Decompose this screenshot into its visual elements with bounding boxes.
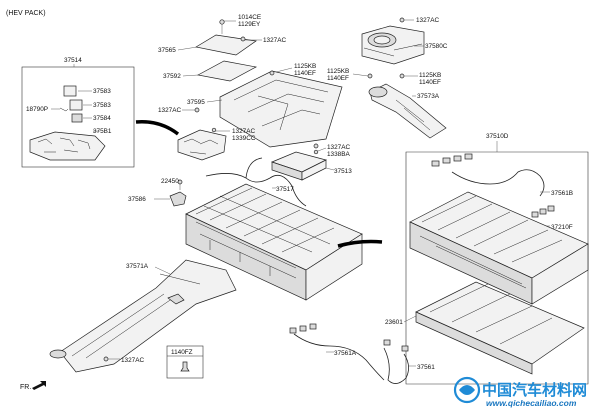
label-22450: 22450 (161, 178, 179, 185)
label-37583-a: 37583 (93, 88, 111, 95)
label-1338BA: 1338BA (327, 151, 350, 158)
pointer-arrow-left (135, 120, 180, 136)
battery-assembly-main: 22450 37586 (128, 178, 363, 301)
label-37561B: 37561B (551, 190, 573, 197)
label-1327AC-c: 1327AC (327, 144, 350, 151)
junction-module: 1327AC 1327AC 1339CC (158, 107, 256, 161)
bracket-group-top: 1014CE 1129EY 37565 1327AC 37592 (158, 14, 286, 82)
label-37573A: 37573A (417, 93, 440, 100)
air-duct-37573A: 37573A (368, 83, 447, 139)
pointer-arrow-right (337, 239, 383, 248)
label-37514: 37514 (64, 57, 82, 64)
label-1140EF-b: 1140EF (327, 75, 349, 82)
site-watermark: 中国汽车材料网 www.qichecailiao.com (453, 376, 587, 408)
label-37592: 37592 (163, 73, 181, 80)
label-1129EY: 1129EY (238, 21, 261, 28)
label-1327AC-left: 1327AC (158, 107, 181, 114)
watermark-url: www.qichecailiao.com (486, 398, 577, 408)
label-37584: 37584 (93, 115, 111, 122)
label-23601: 23601 (385, 319, 403, 326)
fuse-37584 (71, 113, 83, 123)
clip-box-1140FZ: 1140FZ (166, 345, 204, 379)
front-arrow-icon (32, 381, 46, 390)
label-37595: 37595 (187, 99, 205, 106)
watermark-title: 中国汽车材料网 (482, 381, 587, 399)
front-direction-indicator: FR. (20, 381, 46, 391)
label-18790P: 18790P (26, 106, 48, 113)
harness-37561: 37561A 37561 (289, 323, 435, 384)
label-1125KB-a: 1125KB (294, 63, 316, 70)
label-37517: 37517 (276, 186, 294, 193)
label-37565: 37565 (158, 47, 176, 54)
battery-inset-box: 37510D 37561B 37210F 23601 (385, 133, 589, 385)
bracket-37565 (195, 34, 257, 56)
relay-37583-b (69, 99, 83, 111)
watermark-logo-icon (453, 376, 481, 404)
label-1327AC-bottom: 1327AC (121, 357, 144, 364)
relay-37583-a (63, 85, 77, 97)
label-1327AC-top: 1327AC (263, 37, 286, 44)
bms-unit: 1327AC 1338BA 37513 (271, 144, 352, 181)
label-375B1: 375B1 (93, 128, 112, 135)
label-37561: 37561 (417, 364, 435, 371)
wiring-harness-37517 (205, 173, 307, 207)
label-1014CE: 1014CE (238, 14, 261, 21)
vehicle-note: (HEV PACK) (6, 10, 46, 17)
label-37571A: 37571A (126, 263, 149, 270)
fuse-18790P (59, 107, 69, 112)
label-37513: 37513 (334, 168, 352, 175)
cooling-blower: 1327AC 37580C 1125KB 1140EF 1125KB 1140E… (327, 17, 448, 86)
cover-37595: 37595 (187, 70, 343, 149)
sensor-37586 (169, 191, 187, 207)
label-37586: 37586 (128, 196, 146, 203)
relay-block-375B1 (29, 131, 106, 161)
duct-37571A: 37571A 1327AC (49, 259, 237, 373)
label-1140FZ: 1140FZ (171, 349, 193, 356)
label-37210F: 37210F (551, 224, 573, 231)
bracket-37592 (196, 60, 258, 82)
connector-set (431, 153, 545, 197)
label-37580C: 37580C (425, 43, 448, 50)
label-37510D: 37510D (486, 133, 509, 140)
label-1339CC: 1339CC (232, 135, 256, 142)
relay-inset-box: 37514 37583 37583 37584 18790P 375B1 (21, 57, 135, 168)
label-1140EF-a: 1140EF (294, 70, 316, 77)
label-1125KB-b: 1125KB (327, 68, 349, 75)
label-1327AC-mid: 1327AC (232, 128, 255, 135)
label-37583-b: 37583 (93, 102, 111, 109)
label-1125KB-c: 1125KB (419, 72, 441, 79)
label-fr: FR. (20, 384, 31, 391)
label-37561A: 37561A (334, 350, 357, 357)
label-1140EF-c: 1140EF (419, 79, 441, 86)
label-1327AC-right: 1327AC (416, 17, 439, 24)
